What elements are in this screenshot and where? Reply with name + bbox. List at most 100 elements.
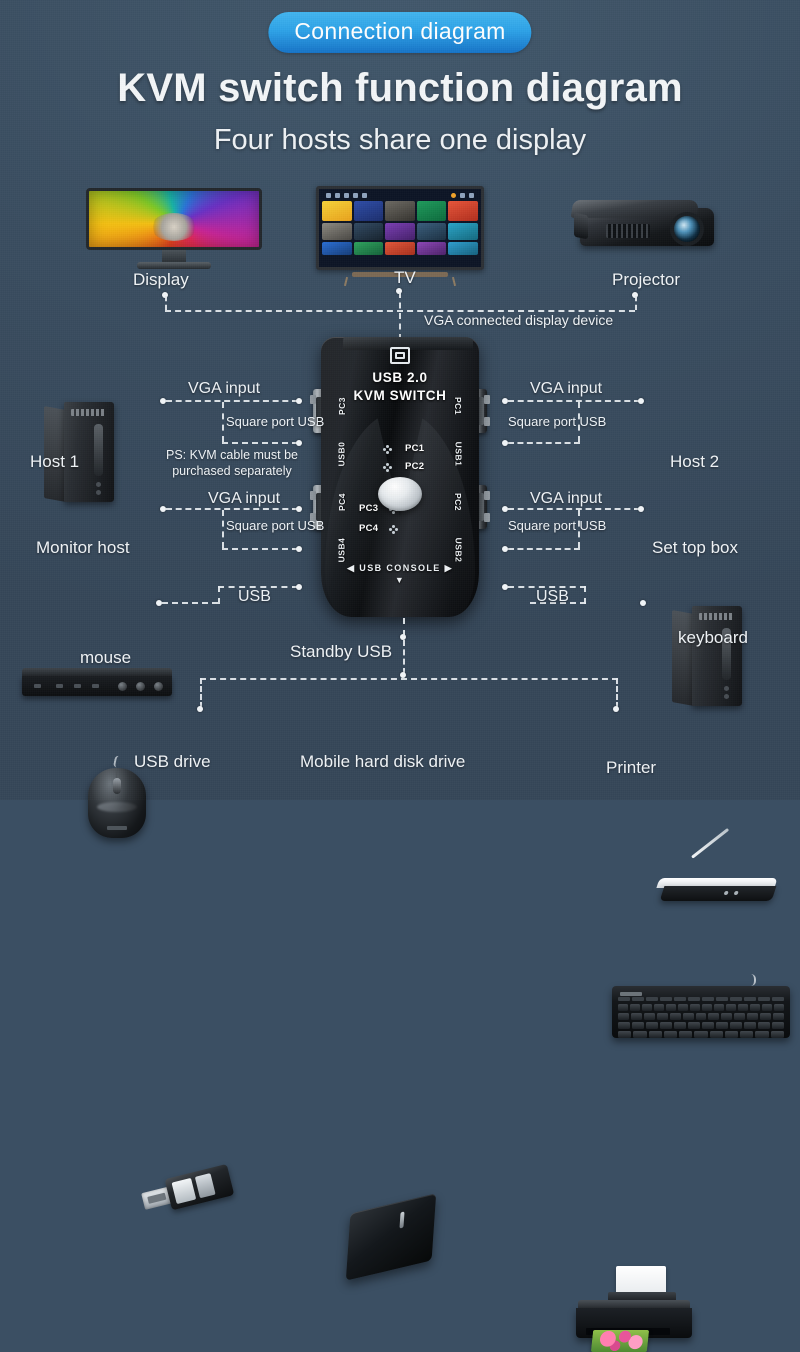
square-port-usb-label-host2: Square port USB [508,414,607,429]
projector-icon [570,198,722,254]
connector-line [508,400,640,402]
usb-flash-drive-icon [138,1158,238,1225]
square-port-usb-label-settopbox: Square port USB [508,518,607,533]
connector-dot [632,292,638,298]
monitor-host-label: Monitor host [36,538,130,557]
connector-line [165,296,167,310]
connector-dot [502,398,508,404]
connector-line [508,586,586,588]
connector-line [218,586,298,588]
connector-dot [502,584,508,590]
connector-dot [160,506,166,512]
connector-dot [502,440,508,446]
vga-input-label-host1: VGA input [188,380,261,397]
console-arrow-left-icon: ◀ [347,563,356,573]
page-title: KVM switch function diagram [117,66,683,110]
kvm-brand-line1: USB 2.0 [372,370,428,385]
indicator-label-pc3: PC3 [359,503,379,514]
connector-line [218,586,220,604]
led-indicator-pc1 [383,445,392,454]
tv-label: TV [394,268,416,287]
usb-drive-label: USB drive [134,752,211,771]
connector-line [162,602,218,604]
indicator-label-pc1: PC1 [405,443,425,454]
connector-line [635,296,637,310]
connector-line [508,548,580,550]
vga-input-label-settopbox: VGA input [530,490,603,507]
port-label-usb4: USB4 [336,537,347,563]
connector-dot [400,672,406,678]
indicator-label-pc4: PC4 [359,523,379,534]
monitor-icon [86,188,262,269]
connector-line [200,678,618,680]
square-port-usb-label-monitorhost: Square port USB [226,518,325,533]
printer-label: Printer [606,758,657,777]
led-indicator-pc2 [383,463,392,472]
usb-label-keyboard: USB [536,588,569,605]
vga-input-label-monitorhost: VGA input [208,490,281,507]
mouse-label: mouse [80,648,132,667]
connector-line [508,442,580,444]
pc-tower-icon [672,606,744,706]
connector-line [166,400,298,402]
port-label-pc1: PC1 [452,396,463,416]
console-text: USB CONSOLE [359,563,441,573]
host-1-label: Host 1 [30,452,80,471]
connector-line [222,510,224,548]
kvm-brand-line2: KVM SWITCH [353,388,447,404]
square-port-usb-label-host1: Square port USB [226,414,325,429]
connector-dot [400,634,406,640]
set-top-box-icon [656,827,778,910]
pc-tower-icon [44,402,116,502]
standby-usb-label: Standby USB [290,642,393,661]
port-label-usb2: USB2 [453,537,464,563]
external-hard-disk-icon [345,1193,452,1281]
tv-icon [316,186,484,287]
port-label-usb1: USB1 [453,441,464,467]
port-label-pc2: PC2 [452,492,463,512]
connector-dot [162,292,168,298]
connector-dot [160,398,166,404]
kvm-switch-device[interactable]: USB 2.0 KVM SWITCH PC3 USB0 PC4 USB4 PC1… [310,337,490,617]
connector-line [578,402,580,442]
usb-console-label: ◀ USB CONSOLE ▶ ▼ [321,563,479,585]
diagram-canvas: Connection diagram KVM switch function d… [0,0,800,800]
usb-label-mouse: USB [238,588,271,605]
connector-line [403,618,405,636]
connector-dot [396,288,402,294]
connector-dot [638,398,644,404]
connector-dot [296,546,302,552]
connector-dot [638,506,644,512]
vga-display-group-label: VGA connected display device [424,312,614,328]
port-label-pc4: PC4 [337,492,348,512]
connector-line [200,678,202,708]
printer-icon [570,1266,700,1352]
connector-line [530,602,586,604]
connector-dot [156,600,162,606]
console-arrow-right-icon: ▶ [444,563,453,573]
keyboard-icon [612,974,790,1040]
connection-diagram-badge: Connection diagram [268,12,532,53]
mobile-hard-disk-label: Mobile hard disk drive [300,752,466,771]
led-indicator-pc4 [389,525,398,534]
host-2-label: Host 2 [670,452,720,471]
connector-line [166,508,298,510]
connector-line [578,510,580,548]
connector-line [222,402,224,442]
vga-input-label-host2: VGA input [530,380,603,397]
connector-dot [296,506,302,512]
indicator-label-pc2: PC2 [405,461,425,472]
port-label-pc3: PC3 [337,396,348,416]
dvr-icon [22,668,172,698]
connector-line [222,548,298,550]
port-label-usb0: USB0 [336,441,347,467]
connector-line [508,508,640,510]
page-subtitle: Four hosts share one display [213,124,587,156]
connector-line [584,586,586,604]
connector-dot [197,706,203,712]
set-top-box-label: Set top box [652,538,739,557]
select-button[interactable] [378,477,422,511]
connector-line [222,442,298,444]
connector-dot [296,398,302,404]
mouse-icon [88,755,146,838]
